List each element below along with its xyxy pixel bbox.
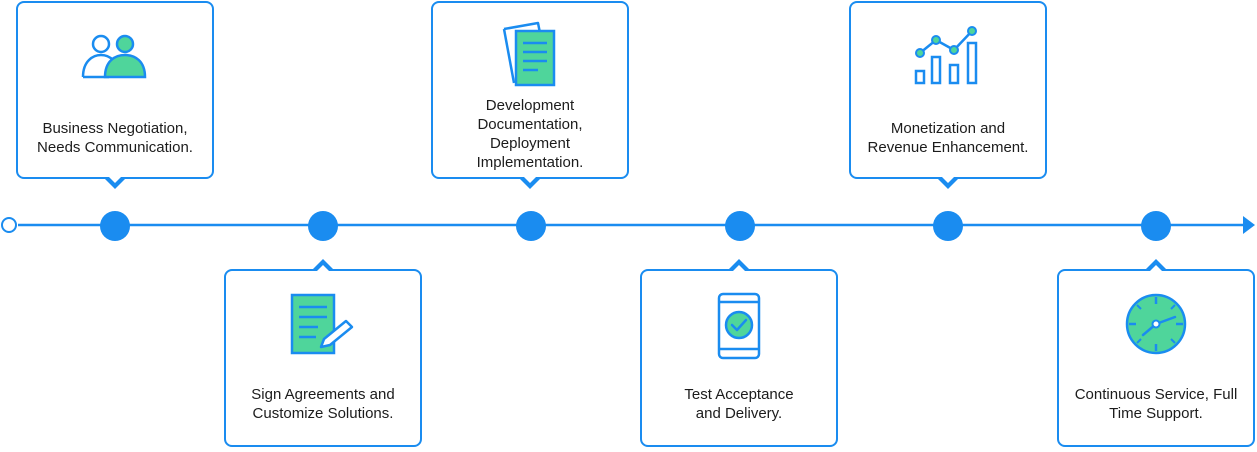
timeline-node-1 (100, 211, 130, 241)
card-pointer (727, 259, 751, 274)
timeline-node-3 (516, 211, 546, 241)
timeline-start-marker (1, 217, 17, 233)
step-card-5: Monetization and Revenue Enhancement. (849, 1, 1047, 189)
documents-icon (500, 19, 560, 94)
card-pointer (1144, 259, 1168, 274)
step-label-3: Development Documentation, Deployment Im… (476, 97, 584, 171)
growth-chart-icon (913, 23, 983, 92)
timeline-node-5 (933, 211, 963, 241)
phone-check-icon (716, 291, 762, 366)
step-card-4: Test Acceptance and Delivery. (640, 259, 838, 447)
users-icon (79, 31, 151, 86)
card-pointer (311, 259, 335, 274)
card-pointer (518, 174, 542, 189)
step-card-1: Business Negotiation, Needs Communicatio… (16, 1, 214, 189)
step-label-1: Business Negotiation, Needs Communicatio… (37, 120, 193, 156)
clock-icon (1123, 291, 1189, 362)
card-pointer (936, 174, 960, 189)
step-label-6: Continuous Service, Full Time Support. (1074, 386, 1238, 422)
card-pointer (103, 174, 127, 189)
step-card-2: Sign Agreements and Customize Solutions. (224, 259, 422, 447)
step-label-4: Test Acceptance and Delivery. (684, 386, 794, 422)
step-label-2: Sign Agreements and Customize Solutions. (251, 386, 395, 422)
step-label-5: Monetization and Revenue Enhancement. (867, 120, 1029, 156)
timeline-node-6 (1141, 211, 1171, 241)
step-card-3: Development Documentation, Deployment Im… (431, 1, 629, 189)
timeline-arrow-icon (1243, 216, 1255, 234)
timeline-node-4 (725, 211, 755, 241)
timeline-node-2 (308, 211, 338, 241)
contract-sign-icon (288, 291, 358, 362)
step-card-6: Continuous Service, Full Time Support. (1057, 259, 1255, 447)
